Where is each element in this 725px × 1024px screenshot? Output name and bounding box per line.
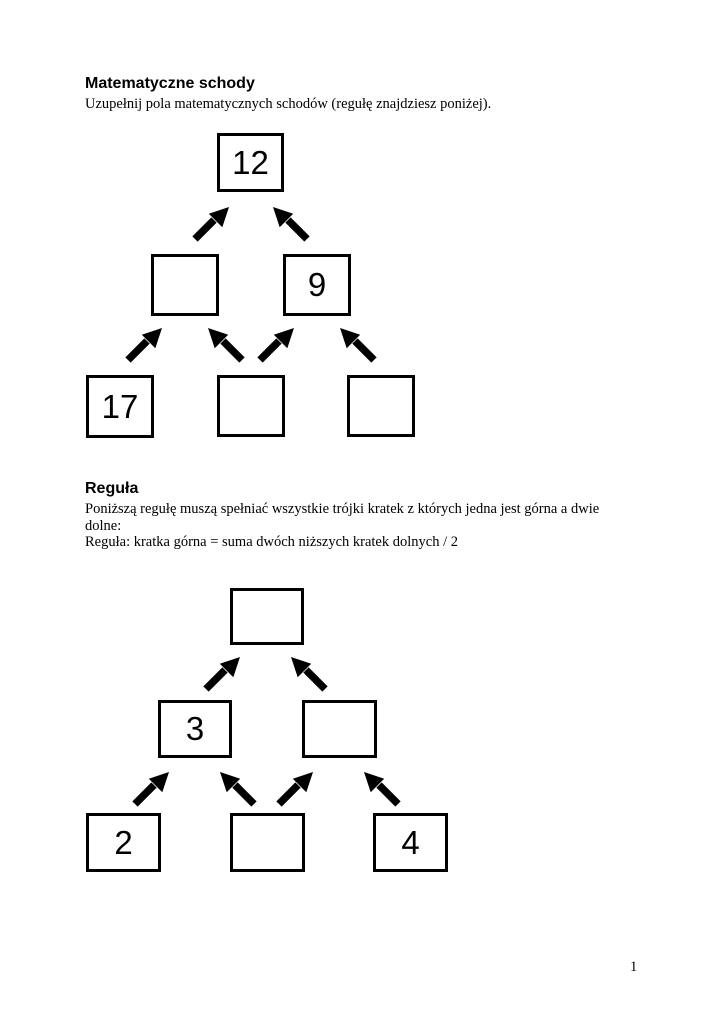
arrow-up-left-icon bbox=[220, 772, 257, 807]
pyramid2-middle-left-value: 3 bbox=[185, 710, 205, 747]
pyramid1-middle-right-value: 9 bbox=[307, 266, 327, 303]
pyramid1-top-value: 12 bbox=[232, 143, 269, 181]
arrow-up-left-icon bbox=[208, 328, 245, 363]
pyramid1-bottom-left-cell: 17 bbox=[86, 375, 154, 438]
stairs-instruction-text: Uzupełnij pola matematycznych schodów (r… bbox=[85, 96, 492, 112]
rule-paragraph: Poniższą regułę muszą spełniać wszystkie… bbox=[85, 501, 599, 551]
arrow-up-right-icon bbox=[203, 657, 240, 692]
arrow-up-left-icon bbox=[340, 328, 377, 363]
pyramid2-bottom-left-cell: 2 bbox=[86, 813, 161, 872]
pyramid2-middle-left-cell: 3 bbox=[158, 700, 232, 758]
pyramid1-middle-right-cell: 9 bbox=[283, 254, 351, 316]
pyramid1-bottom-middle-cell bbox=[217, 375, 285, 437]
rule-section-title: Reguła bbox=[85, 480, 139, 497]
arrow-up-right-icon bbox=[192, 207, 229, 242]
arrow-up-right-icon bbox=[257, 328, 294, 363]
rule-body-line-2: dolne: bbox=[85, 517, 122, 534]
arrow-up-right-icon bbox=[132, 772, 169, 807]
page-number: 1 bbox=[630, 959, 638, 975]
arrow-up-right-icon bbox=[276, 772, 313, 807]
arrow-up-left-icon bbox=[364, 772, 401, 807]
pyramid1-bottom-right-cell bbox=[347, 375, 415, 437]
pyramid2-bottom-right-cell: 4 bbox=[373, 813, 448, 872]
pyramid2-bottom-left-value: 2 bbox=[114, 823, 133, 861]
rule-formula-line: Reguła: kratka górna = suma dwóch niższy… bbox=[85, 534, 458, 550]
arrow-up-left-icon bbox=[273, 207, 310, 242]
stairs-section-title: Matematyczne schody bbox=[85, 75, 255, 92]
rule-body-line-1: Poniższą regułę muszą spełniać wszystkie… bbox=[85, 501, 600, 517]
pyramid1-middle-left-cell bbox=[151, 254, 219, 316]
arrow-up-right-icon bbox=[125, 328, 162, 363]
arrow-up-left-icon bbox=[291, 657, 328, 692]
pyramid1-top-cell: 12 bbox=[217, 133, 284, 192]
pyramid2-top-cell bbox=[230, 588, 304, 645]
pyramid2-bottom-right-value: 4 bbox=[401, 823, 420, 861]
pyramid1-bottom-left-value: 17 bbox=[101, 387, 139, 425]
pyramid2-middle-right-cell bbox=[302, 700, 377, 758]
pyramid2-bottom-middle-cell bbox=[230, 813, 305, 872]
